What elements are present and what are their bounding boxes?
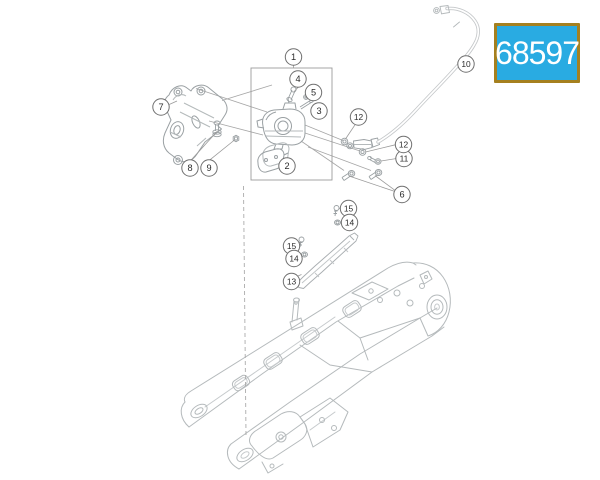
callout-12: 12: [394, 135, 413, 154]
svg-text:15: 15: [344, 204, 354, 214]
svg-text:9: 9: [206, 163, 211, 173]
swingarm-drawing: [180, 261, 451, 474]
callout-9: 9: [200, 159, 218, 177]
callout-13: 13: [282, 272, 301, 291]
assembly-axis-lines: [195, 84, 372, 171]
dashed-alignment-line: [243, 185, 247, 436]
svg-text:4: 4: [295, 74, 300, 84]
bracket-fastener-drawings: [212, 120, 240, 143]
callout-11: 11: [395, 149, 413, 168]
svg-text:14: 14: [345, 218, 355, 228]
svg-text:5: 5: [311, 88, 316, 98]
svg-text:12: 12: [354, 112, 364, 122]
mounting-bolt-drawings: [341, 169, 383, 181]
svg-text:12: 12: [399, 140, 409, 150]
svg-text:10: 10: [461, 59, 471, 69]
callout-14: 14: [340, 213, 359, 232]
svg-text:3: 3: [316, 106, 321, 116]
svg-text:6: 6: [399, 190, 404, 200]
caliper-drawing: [256, 98, 306, 150]
svg-text:7: 7: [158, 102, 163, 112]
callout-10: 10: [457, 55, 475, 73]
svg-text:8: 8: [187, 163, 192, 173]
svg-text:11: 11: [400, 154, 409, 164]
callout-5: 5: [304, 83, 323, 102]
svg-text:15: 15: [287, 241, 297, 251]
caliper-assembly-box: [250, 67, 333, 181]
callout-4: 4: [289, 70, 307, 88]
guard-fastener-drawings: [298, 205, 341, 258]
callout-6: 6: [393, 185, 411, 204]
svg-text:13: 13: [287, 277, 297, 287]
brake-pads-drawing: [257, 142, 290, 173]
callout-3: 3: [310, 102, 328, 120]
callout-2: 2: [278, 157, 296, 175]
part-number-badge: 68597: [494, 23, 580, 83]
hose-guard-drawing: [295, 232, 359, 289]
bleeder-screw-drawing: [286, 86, 297, 102]
callout-12: 12: [349, 108, 368, 126]
svg-text:1: 1: [291, 52, 296, 62]
brake-hose-drawing: [376, 5, 480, 144]
callout-14: 14: [285, 249, 303, 268]
callout-8: 8: [181, 159, 199, 177]
callout-1: 1: [284, 48, 303, 66]
svg-text:2: 2: [284, 161, 289, 171]
svg-text:14: 14: [289, 254, 299, 264]
callout-7: 7: [152, 98, 170, 116]
part-number-text: 68597: [495, 34, 580, 71]
banjo-bolt-drawing: [340, 137, 382, 165]
